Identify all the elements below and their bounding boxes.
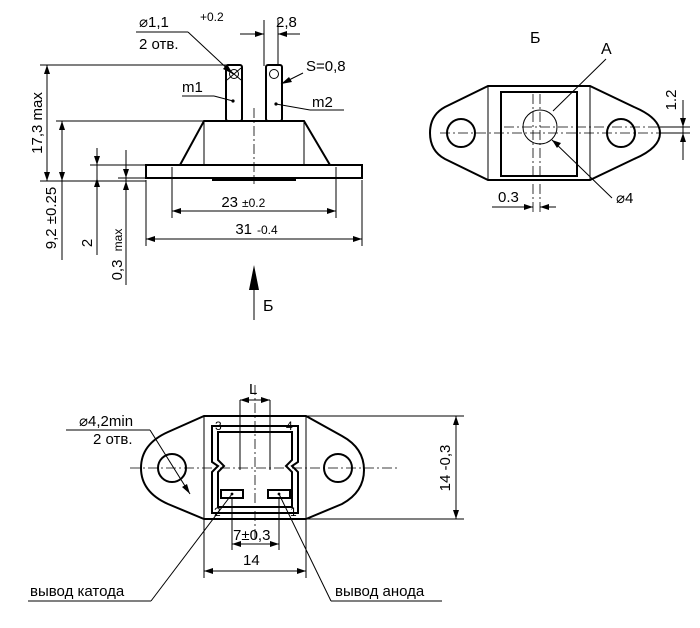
bottom-height-14: 14 -0,3 (437, 445, 454, 492)
side-flange (145, 164, 363, 179)
bottom-pin-1: 1 (290, 505, 297, 519)
side-width-23: 23 (221, 194, 238, 211)
side-flange-height: 2 (79, 239, 96, 247)
side-base-plate (212, 178, 296, 181)
side-bow-suffix: max (111, 229, 125, 252)
bottom-width-14: 14 (243, 552, 260, 569)
side-width-23-tol: ±0.2 (242, 196, 266, 210)
side-body (179, 120, 331, 166)
bottom-mount-count: 2 отв. (93, 431, 133, 448)
view-b: Б А ⌀4 1.2 0.3 (428, 30, 690, 212)
view-arrow-b-label: Б (263, 298, 274, 315)
view-b-offset-12: 1.2 (663, 90, 680, 111)
bottom-cathode-label: вывод катода (30, 583, 125, 600)
view-b-title: Б (530, 30, 541, 47)
view-b-offset-03: 0.3 (498, 189, 519, 206)
bottom-pin-3: 3 (215, 419, 222, 433)
bottom-anode-label: вывод анода (335, 583, 425, 600)
bottom-pitch-l: L (249, 381, 257, 398)
side-mark-m1: m1 (182, 79, 203, 96)
bottom-pin-spacing: 7±0,3 (233, 527, 270, 544)
view-b-pin-dia: ⌀4 (616, 190, 633, 207)
side-pin-pitch: 2,8 (276, 14, 297, 31)
bottom-pin-4: 4 (286, 419, 293, 433)
side-bow-value: 0,3 (109, 260, 126, 281)
view-arrow-b: Б (249, 265, 274, 320)
side-height-max: 17,3 max (29, 92, 46, 154)
bottom-pin-2: 2 (214, 505, 221, 519)
bottom-mount-hole: ⌀4,2min (79, 413, 133, 430)
side-hole-dia: ⌀1,1 (139, 14, 169, 31)
side-width-31-tol: -0.4 (257, 223, 278, 237)
side-width-31: 31 (235, 221, 252, 238)
side-view: ⌀1,1 +0.2 2 отв. 2,8 S=0,8 m1 m2 17,3 (29, 10, 363, 285)
side-pin-right (265, 64, 283, 122)
view-b-inner-square (500, 91, 578, 177)
side-body-height: 9,2 ±0.25 (43, 187, 60, 249)
view-b-detail-a: А (601, 41, 612, 58)
bottom-inner-frame (211, 425, 299, 514)
side-thickness: S=0,8 (306, 58, 346, 75)
side-hole-tol: +0.2 (200, 10, 224, 24)
side-hole-count: 2 отв. (139, 36, 179, 53)
side-pin-left (225, 64, 243, 122)
side-mark-m2: m2 (312, 94, 333, 111)
bottom-view: 3 4 2 1 L ⌀4,2min 2 отв. 14 -0,3 7±0,3 (28, 381, 464, 602)
